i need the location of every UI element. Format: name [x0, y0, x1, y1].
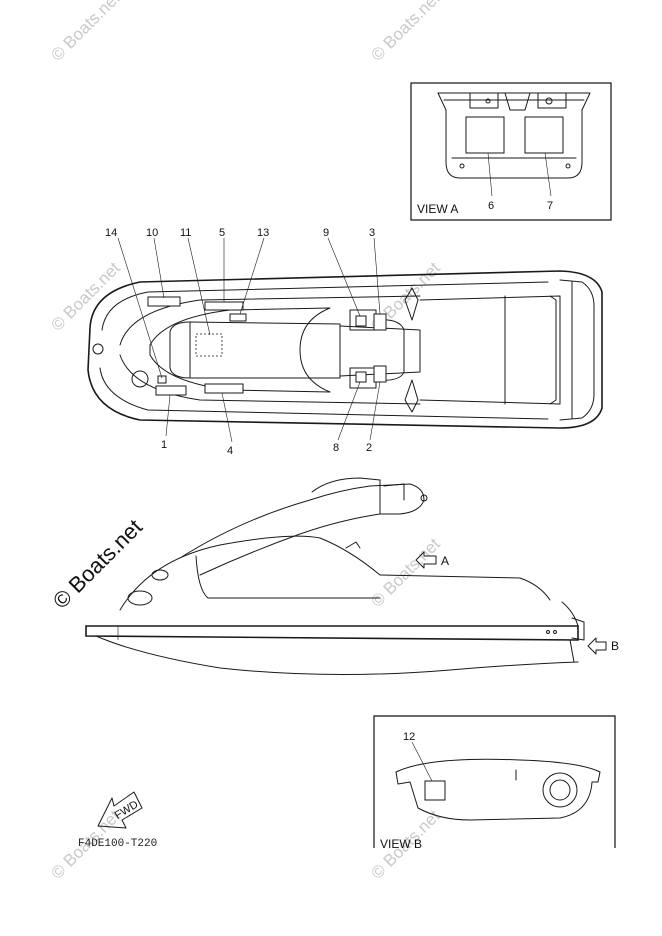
- callout-2: 2: [366, 442, 372, 454]
- side-view: A B: [85, 477, 619, 676]
- watermark: © Boats.net: [47, 0, 124, 65]
- view-a-title: VIEW A: [417, 202, 458, 216]
- callout-11: 11: [180, 227, 191, 239]
- callout-1: 1: [161, 439, 167, 451]
- watermark: © Boats.net: [367, 0, 444, 65]
- callout-9: 9: [323, 227, 329, 239]
- watermark-large: © Boats.net: [48, 514, 147, 613]
- view-b-panel: 12 VIEW B: [373, 715, 616, 851]
- watermark: © Boats.net: [47, 258, 124, 335]
- arrow-a-label: A: [441, 554, 449, 568]
- callout-8: 8: [333, 442, 339, 454]
- callout-14: 14: [105, 227, 117, 239]
- callout-5: 5: [219, 227, 225, 239]
- watermark: © Boats.net: [367, 534, 444, 611]
- label-decal-6: [465, 116, 505, 154]
- callout-12: 12: [403, 731, 415, 743]
- label-decal-7: [524, 116, 564, 154]
- arrow-b-label: B: [611, 639, 619, 653]
- callout-3: 3: [369, 227, 375, 239]
- label-decal-12: [424, 780, 446, 801]
- callout-13: 13: [257, 227, 269, 239]
- watermarks: © Boats.net © Boats.net © Boats.net © Bo…: [47, 0, 444, 883]
- callout-7: 7: [547, 200, 553, 212]
- drawing-code: F4DE100-T220: [78, 838, 157, 850]
- view-b-title: VIEW B: [380, 837, 422, 851]
- view-a-panel: 6 7 VIEW A: [410, 82, 612, 221]
- callout-10: 10: [146, 227, 158, 239]
- callout-6: 6: [488, 200, 494, 212]
- fwd-label: FWD: [113, 798, 141, 821]
- top-view: 14 10 11 5 13 9 3 1 4 8 2: [87, 227, 603, 457]
- callout-4: 4: [227, 445, 233, 457]
